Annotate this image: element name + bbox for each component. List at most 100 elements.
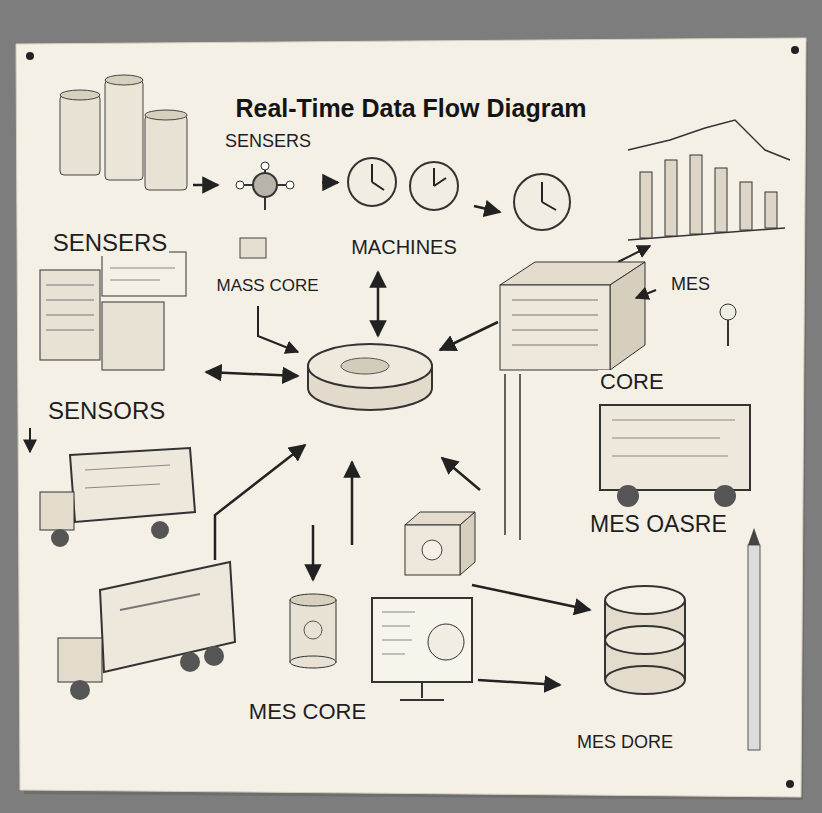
gauge [348,158,396,206]
can [105,80,143,180]
wire [505,374,520,540]
flatbed-lines [85,465,170,488]
wheel [151,521,169,539]
stack-disk [605,586,685,614]
labelled-item: SENSERS [214,128,322,215]
item-label: MES CORE [247,700,368,724]
trailer-mark [120,594,200,610]
item-label: MASS CORE [214,277,320,296]
diagram-title: Real-Time Data Flow Diagram [235,94,586,122]
pin-icon [720,304,736,320]
pin-stem [727,320,729,346]
chart-bar [640,172,652,238]
chart-line [628,120,790,160]
pen-body [748,545,760,750]
flow-arrow [472,585,590,610]
item-label: SENSORS [46,398,167,424]
flow-arrow [377,272,380,336]
monitor [102,252,186,296]
screen-gauge [428,624,464,660]
gauge-hands [434,168,446,186]
van-lines [612,420,735,456]
labelled-item: MASS CORE [205,232,330,300]
gauge [410,162,458,210]
item-label: CORE [598,370,666,394]
stack-disk [605,626,685,654]
flow-arrow [474,206,500,212]
van-body [600,405,750,490]
pin [786,780,794,788]
clock-hands [542,182,556,210]
flow-arrow [193,184,218,187]
chart-bar [715,168,727,232]
hub [253,173,277,197]
title-bar: Real-Time Data Flow Diagram [0,94,822,123]
item-label: MES DORE [575,733,675,753]
monitor-lines [110,268,175,280]
diagram-label: MES OASRE [588,512,729,537]
item-label: SENSERS [51,230,170,256]
wheel [714,485,736,507]
chart-bar [740,182,752,230]
screen-stand [400,682,444,700]
trailer [100,562,235,672]
item-label: MES [669,275,712,295]
building-front [500,285,610,370]
wheel [51,529,69,547]
labelled-item: SENSERS [30,226,190,376]
cylinder-bottom [290,656,336,668]
wheel [180,652,200,672]
screen-lines [382,612,415,654]
server [40,270,100,360]
flow-arrow [442,458,480,490]
pen-tip [748,528,760,545]
paper-sheet [16,38,806,797]
flatbed [70,448,195,522]
flow-arrow [206,372,298,376]
wheel [204,646,224,666]
truck-cab [40,492,74,530]
flow-arrow [618,246,650,262]
can-top [60,90,100,100]
core-disk-top [308,344,432,388]
server [102,302,164,370]
hub-node [236,181,244,189]
cube-dial [422,540,442,560]
can [60,95,100,175]
flow-arrow [258,306,298,352]
flow-arrow [29,428,31,452]
wheel [70,680,90,700]
cylinder-body [290,600,336,662]
hub-spokes [240,166,290,210]
flow-arrow [478,680,560,685]
cylinder-top [290,594,336,606]
truck-cab [58,638,102,682]
can-top [145,110,187,120]
clock [514,174,570,230]
hub-node [261,162,269,170]
cube-front [405,525,460,575]
flow-arrow [440,322,498,350]
building-windows [512,300,598,345]
labelled-item: MES CORE [235,588,380,728]
labelled-item: MES [495,255,720,380]
mass-core-device [240,238,266,258]
free-label-box: MES OASRE [588,512,729,537]
stack-disk [605,666,685,694]
chart-bar [665,160,677,236]
labelled-item: SENSORS [38,394,205,430]
flow-arrow [351,462,354,545]
labelled-item: MES DORE [560,582,690,757]
flow-connector [322,181,338,184]
can-top [105,75,143,85]
core-disk-hub [341,358,389,374]
building-side [610,262,645,370]
chart-bar [690,155,702,234]
wheel [617,485,639,507]
item-label: SENSERS [223,132,313,152]
leader-arrow [636,290,656,298]
pin [791,46,799,54]
flow-arrow [215,445,305,560]
